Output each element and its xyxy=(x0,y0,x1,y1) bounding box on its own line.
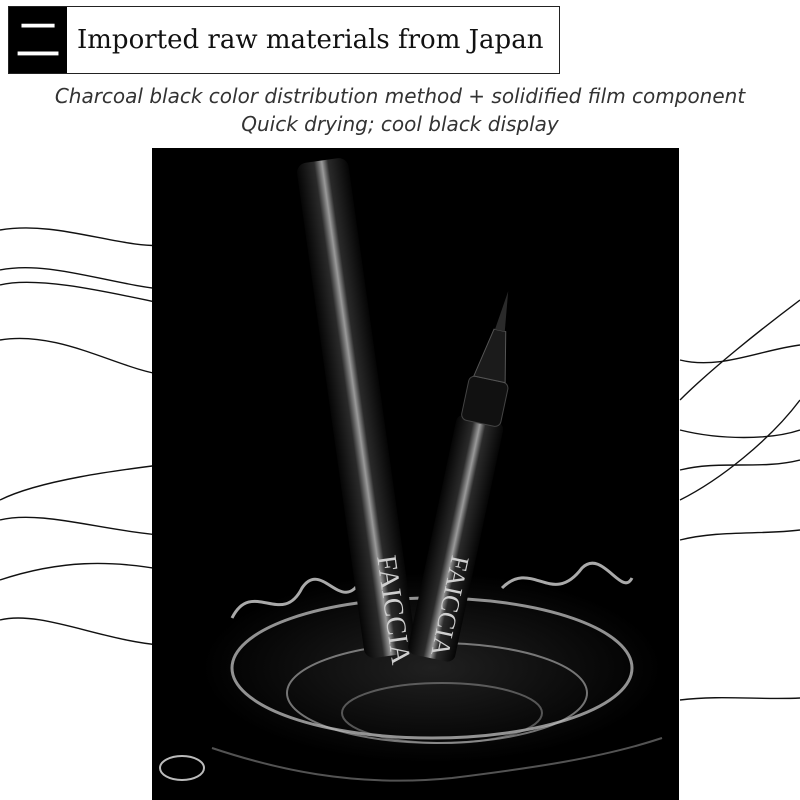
background-swirl-lines xyxy=(0,227,800,701)
header-badge: 二 xyxy=(9,7,67,73)
header-title: Imported raw materials from Japan xyxy=(77,25,544,55)
subtitle-line-1: Charcoal black color distribution method… xyxy=(54,84,746,108)
eyeliner-tip-pen: FAICCIA xyxy=(408,291,509,662)
header-banner: 二 Imported raw materials from Japan xyxy=(8,6,560,74)
subtitle-line-2: Quick drying; cool black display xyxy=(241,112,559,136)
product-photo: FAICCIA FAICCIA xyxy=(152,148,679,800)
